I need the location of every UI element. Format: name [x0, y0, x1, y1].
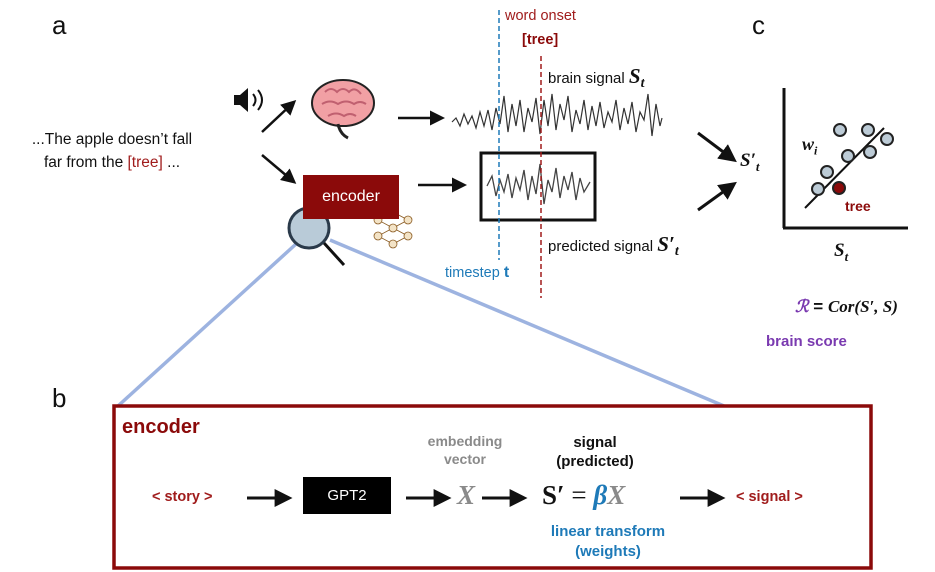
scatter-point — [861, 123, 875, 137]
sentence-line-2: far from the [tree] ... — [43, 154, 181, 171]
scatter-x-label: St — [834, 240, 849, 264]
arrow-to-brain — [261, 99, 297, 133]
speaker-icon — [234, 88, 263, 112]
scatter-point-highlight — [832, 181, 846, 195]
story-sentence: ...The apple doesn’t fall far from the [… — [2, 128, 222, 174]
zoom-line-left — [116, 242, 298, 408]
linear-transform-label: linear transform(weights) — [550, 523, 666, 560]
panel-label-b: b — [52, 383, 67, 413]
arrow-signal-to-plot-top — [697, 131, 737, 163]
weight-label: wi — [802, 134, 818, 158]
zoom-line-right — [329, 238, 725, 408]
scatter-point — [811, 182, 825, 196]
arrow-to-encoder — [261, 154, 297, 184]
word-onset-label: word onset — [505, 8, 576, 24]
scatter-points — [811, 123, 894, 196]
gpt2-box — [303, 477, 391, 514]
predicted-signal-waveform — [486, 163, 591, 205]
gpt2-label: GPT2 — [327, 487, 367, 504]
story-input-label: < story > — [152, 489, 213, 505]
signal-predicted-label: signal(predicted) — [556, 434, 634, 470]
brain-signal-waveform — [451, 93, 663, 137]
timestep-label: timestep t — [445, 264, 510, 281]
sentence-line-1: ...The apple doesn’t fall — [31, 131, 193, 148]
scatter-point — [880, 132, 894, 146]
panel-label-c: c — [752, 10, 765, 40]
encoder-box: encoder — [303, 175, 399, 219]
highlight-tree-label: tree — [845, 198, 871, 214]
linear-equation: S′ = βX — [542, 480, 626, 510]
arrow-signal-to-plot-bottom — [697, 181, 737, 212]
panel-b-title: encoder — [122, 416, 200, 438]
brain-signal-label: brain signal St — [548, 64, 645, 91]
brain-score-formula: ℛ = Cor(S′, S) — [795, 297, 898, 316]
scatter-point — [820, 165, 834, 179]
scatter-point — [833, 123, 847, 137]
target-word: [tree] — [127, 154, 163, 171]
predicted-signal-label: predicted signal S′t — [548, 232, 679, 259]
brain-icon — [311, 79, 375, 140]
signal-output-label: < signal > — [736, 489, 803, 505]
scatter-point — [841, 149, 855, 163]
scatter-y-label: S′t — [740, 150, 760, 174]
word-onset-word: [tree] — [522, 32, 559, 48]
scatter-point — [863, 145, 877, 159]
predicted-signal-box — [479, 151, 597, 222]
panel-b-encoder-box — [112, 404, 873, 570]
brain-score-label: brain score — [766, 333, 847, 350]
panel-label-a: a — [52, 10, 67, 40]
embedding-symbol: X — [457, 480, 476, 510]
